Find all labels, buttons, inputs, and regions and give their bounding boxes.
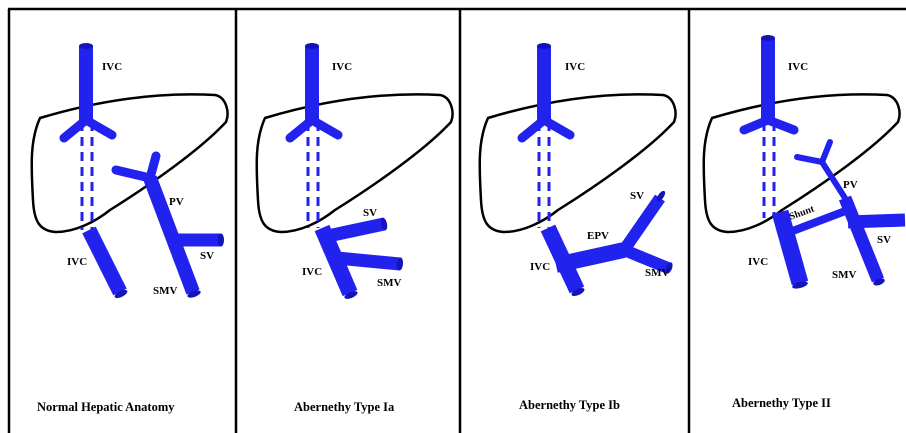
hepatic-dashed-segment <box>308 122 318 228</box>
caption-type-ii: Abernethy Type II <box>732 397 831 410</box>
ivc-upper <box>290 43 338 138</box>
label-smv: SMV <box>832 270 856 281</box>
label-smv: SMV <box>153 286 177 297</box>
liver-outline <box>32 94 228 232</box>
label-sv: SV <box>877 235 891 246</box>
hepatic-dashed-segment <box>82 122 92 230</box>
label-pv: PV <box>169 197 184 208</box>
ivc-upper <box>744 35 794 130</box>
label-ivc-bottom: IVC <box>302 267 322 278</box>
hepatic-dashed-segment <box>539 122 549 228</box>
label-ivc-top: IVC <box>332 62 352 73</box>
ivc-upper <box>522 43 570 138</box>
label-smv: SMV <box>645 268 669 279</box>
caption-type-ib: Abernethy Type Ib <box>519 399 620 412</box>
caption-type-ia: Abernethy Type Ia <box>294 401 394 414</box>
label-ivc-bottom: IVC <box>530 262 550 273</box>
portal-vein <box>116 156 224 299</box>
panel-normal <box>32 43 228 300</box>
panel-type-ia <box>257 43 453 300</box>
label-ivc-top: IVC <box>788 62 808 73</box>
label-ivc-bottom: IVC <box>748 257 768 268</box>
hepatic-dashed-segment <box>764 122 774 218</box>
label-epv: EPV <box>587 231 609 242</box>
label-pv: PV <box>843 180 858 191</box>
panel-type-ii <box>704 35 905 290</box>
label-sv: SV <box>630 191 644 202</box>
label-sv: SV <box>200 251 214 262</box>
ivc-upper <box>64 43 112 138</box>
caption-normal: Normal Hepatic Anatomy <box>37 401 174 414</box>
label-ivc-top: IVC <box>565 62 585 73</box>
label-ivc-bottom: IVC <box>67 257 87 268</box>
panel-type-ib <box>480 43 676 298</box>
ivc-lower <box>89 230 129 300</box>
liver-outline <box>257 94 453 232</box>
label-smv: SMV <box>377 278 401 289</box>
label-ivc-top: IVC <box>102 62 122 73</box>
label-sv: SV <box>363 208 377 219</box>
